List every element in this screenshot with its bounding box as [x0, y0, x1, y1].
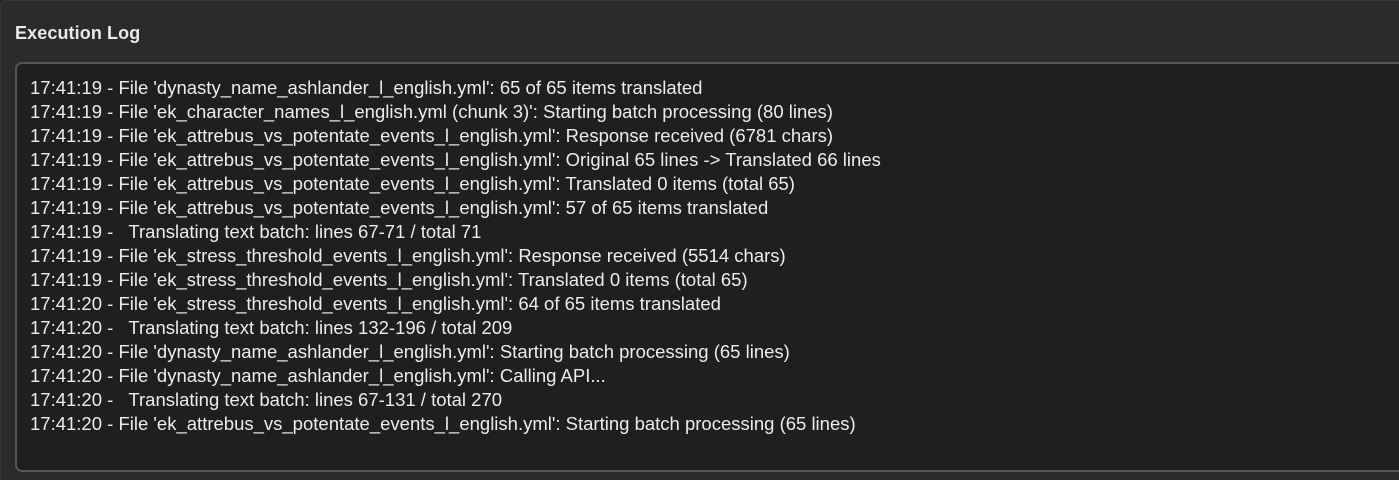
log-textbox[interactable]: 17:41:19 - File 'dynasty_name_ashlander_… — [15, 62, 1399, 472]
panel-title: Execution Log — [15, 23, 141, 43]
log-line: 17:41:19 - File 'ek_attrebus_vs_potentat… — [30, 149, 881, 170]
log-line: 17:41:19 - File 'ek_attrebus_vs_potentat… — [30, 125, 834, 146]
log-line: 17:41:19 - Translating text batch: lines… — [30, 221, 482, 242]
log-line: 17:41:19 - File 'ek_attrebus_vs_potentat… — [30, 197, 769, 218]
log-line: 17:41:19 - File 'ek_stress_threshold_eve… — [30, 245, 786, 266]
log-lines: 17:41:19 - File 'dynasty_name_ashlander_… — [30, 76, 881, 436]
log-line: 17:41:20 - File 'ek_attrebus_vs_potentat… — [30, 413, 856, 434]
log-line: 17:41:20 - Translating text batch: lines… — [30, 389, 503, 410]
log-line: 17:41:19 - File 'dynasty_name_ashlander_… — [30, 77, 703, 98]
log-line: 17:41:20 - Translating text batch: lines… — [30, 317, 513, 338]
log-line: 17:41:20 - File 'dynasty_name_ashlander_… — [30, 341, 790, 362]
log-line: 17:41:20 - File 'ek_stress_threshold_eve… — [30, 293, 721, 314]
log-line: 17:41:19 - File 'ek_character_names_l_en… — [30, 101, 833, 122]
log-line: 17:41:19 - File 'ek_attrebus_vs_potentat… — [30, 173, 795, 194]
log-line: 17:41:19 - File 'ek_stress_threshold_eve… — [30, 269, 748, 290]
log-line: 17:41:20 - File 'dynasty_name_ashlander_… — [30, 365, 606, 386]
